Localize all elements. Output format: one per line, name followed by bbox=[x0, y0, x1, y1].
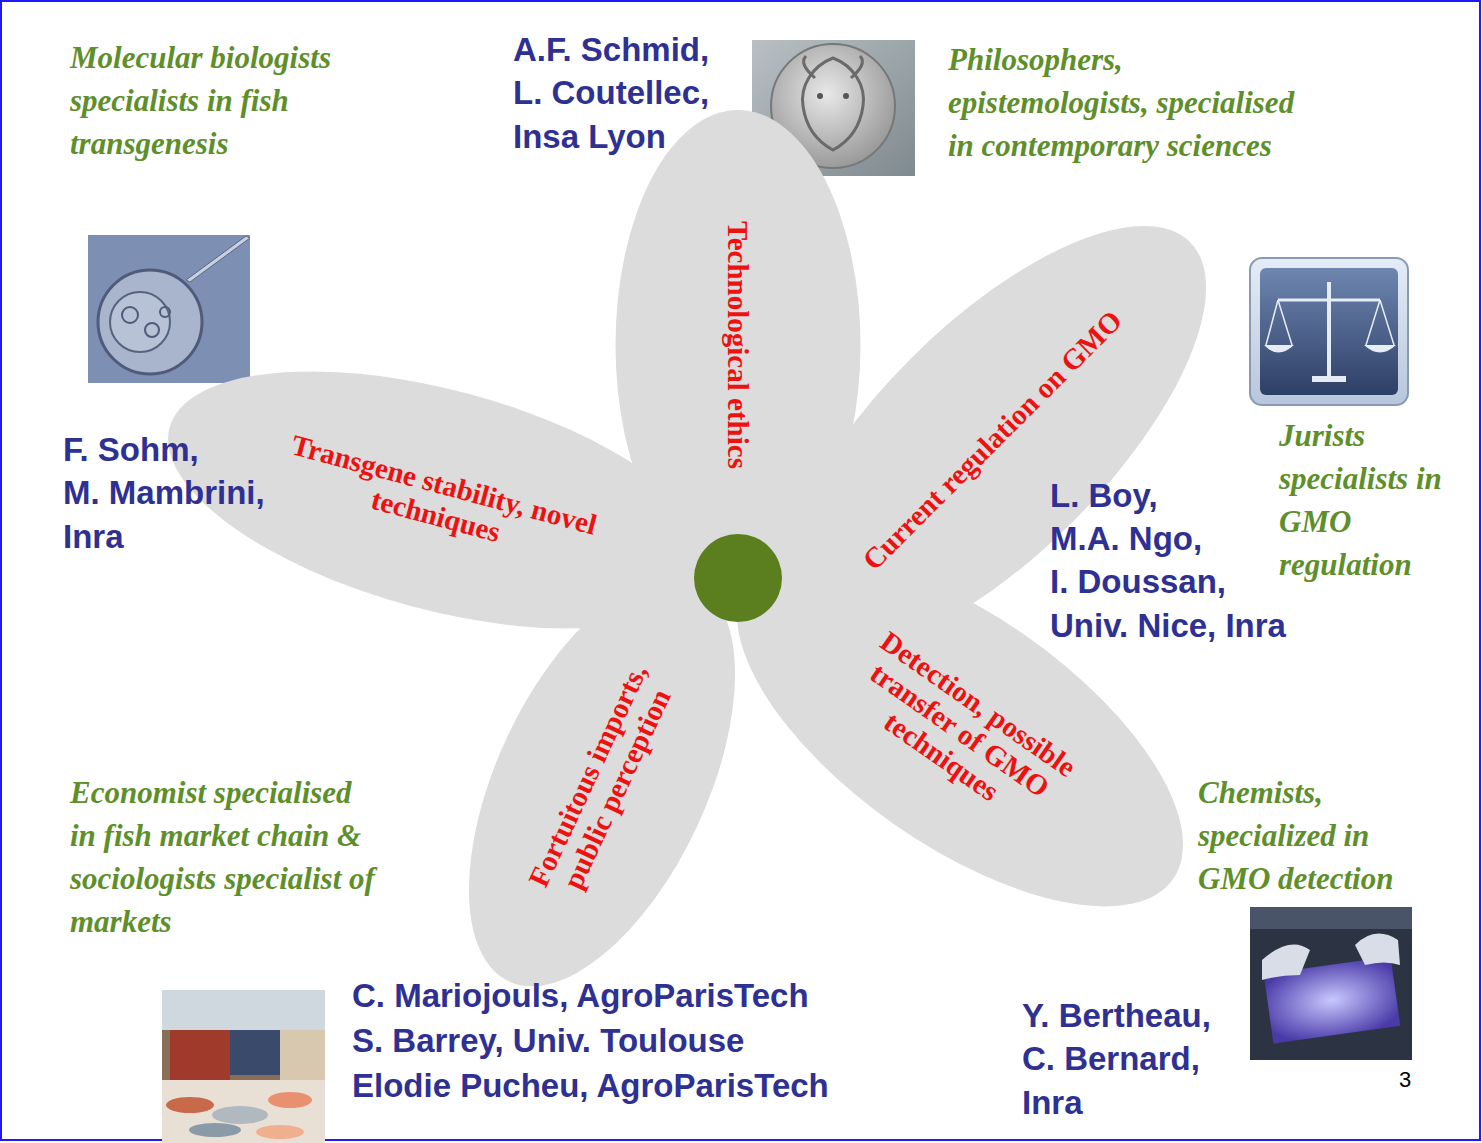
team-member: S. Barrey, Univ. Toulouse bbox=[352, 1021, 744, 1061]
institution: Inra bbox=[1022, 1083, 1083, 1123]
institution: Inra bbox=[63, 517, 124, 557]
team-member: C. Bernard, bbox=[1022, 1039, 1200, 1079]
petal-outline bbox=[700, 487, 1220, 974]
institution: Insa Lyon bbox=[513, 117, 666, 157]
team-member: Elodie Pucheu, AgroParisTech bbox=[352, 1066, 829, 1106]
specialty-note: Philosophers, epistemologists, specialis… bbox=[948, 38, 1310, 167]
team-member: M.A. Ngo, bbox=[1050, 519, 1202, 559]
specialty-note: Jurists specialists in GMO regulation bbox=[1279, 414, 1475, 586]
institution: Univ. Nice, Inra bbox=[1050, 606, 1286, 646]
team-member: A.F. Schmid, bbox=[513, 30, 709, 70]
specialty-note: Chemists, specialized in GMO detection bbox=[1198, 771, 1446, 900]
justice-scales-image bbox=[1250, 258, 1408, 405]
petal-label: Technological ethics bbox=[722, 221, 754, 469]
specialty-note: Molecular biologists specialists in fish… bbox=[70, 36, 342, 165]
team-member: M. Mambrini, bbox=[63, 473, 265, 513]
specialty-note: Economist specialised in fish market cha… bbox=[70, 771, 384, 943]
page-number: 3 bbox=[1399, 1068, 1411, 1092]
team-member: F. Sohm, bbox=[63, 430, 199, 470]
fish-market-image bbox=[162, 990, 325, 1143]
team-member: I. Doussan, bbox=[1050, 562, 1226, 602]
team-member: Y. Bertheau, bbox=[1022, 996, 1211, 1036]
center-dot bbox=[694, 534, 782, 622]
gmo-detection-lab-image bbox=[1250, 907, 1412, 1060]
team-member: L. Coutellec, bbox=[513, 73, 709, 113]
microinjection-image bbox=[88, 235, 250, 383]
petal-outline bbox=[414, 562, 790, 1002]
team-member: C. Mariojouls, AgroParisTech bbox=[352, 976, 809, 1016]
team-member: L. Boy, bbox=[1050, 476, 1158, 516]
